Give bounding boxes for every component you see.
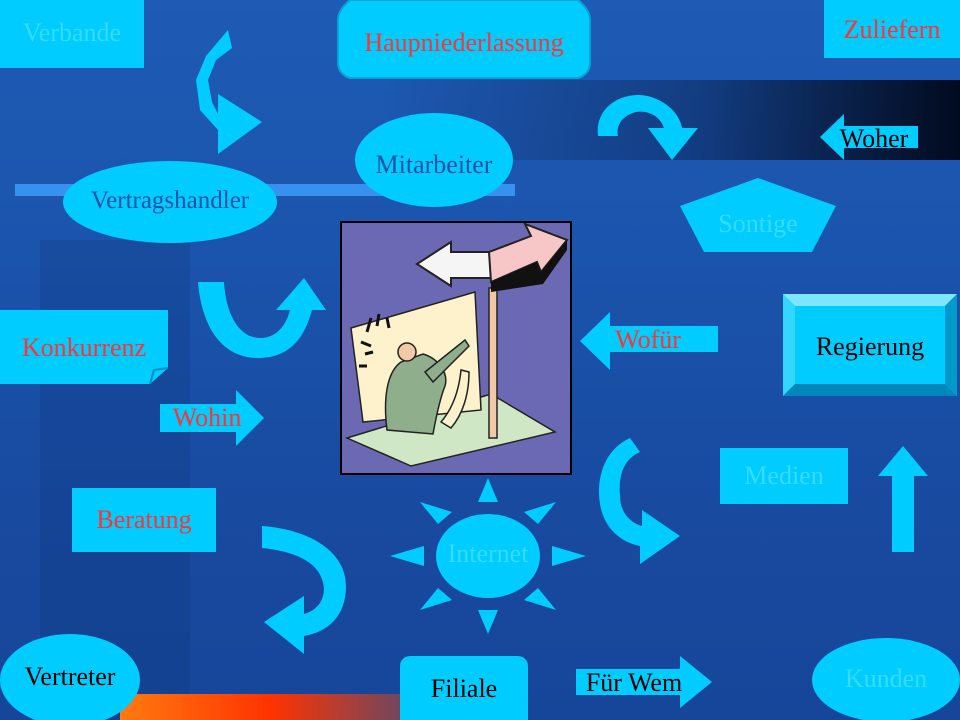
woher-label: Woher xyxy=(839,124,909,153)
mitarbeiter-label: Mitarbeiter xyxy=(375,150,493,179)
hauptniederlassung-label: Haupniederlassung xyxy=(364,28,564,57)
kunden-label: Kunden xyxy=(844,664,928,693)
zuliefern-label: Zuliefern xyxy=(843,15,941,44)
medien-label: Medien xyxy=(744,461,824,490)
sontige-pentagon xyxy=(680,178,836,252)
vertreter-ellipse xyxy=(0,634,140,720)
curved-arrow-medien-icon xyxy=(599,438,680,564)
konkurrenz-label: Konkurrenz xyxy=(21,333,147,362)
vertragshandler-label: Vertragshandler xyxy=(90,186,250,214)
person-at-crossroads-icon xyxy=(340,221,572,475)
curved-arrow-sontige-icon xyxy=(597,95,698,160)
curved-arrow-beratung-icon xyxy=(262,526,346,654)
mitarbeiter-ellipse xyxy=(355,113,513,207)
verbande-box xyxy=(0,0,144,68)
up-arrow-icon xyxy=(878,446,928,552)
verbande-label: Verbande xyxy=(22,18,122,47)
vertreter-label: Vertreter xyxy=(24,662,116,691)
medien-box xyxy=(720,448,848,504)
fuer-wem-label: Für Wem xyxy=(585,668,683,697)
wohin-label: Wohin xyxy=(172,403,242,432)
wohin-arrow xyxy=(160,390,264,446)
hauptniederlassung-shape xyxy=(337,0,591,79)
filiale-box xyxy=(400,656,528,720)
beratung-box xyxy=(72,488,216,552)
beratung-label: Beratung xyxy=(96,505,192,534)
curved-arrow-verbande-icon xyxy=(196,30,262,154)
curved-arrow-konkurrenz-icon xyxy=(198,278,326,358)
kunden-ellipse xyxy=(812,638,960,720)
regierung-label: Regierung xyxy=(815,332,925,361)
background-bottom-flare xyxy=(120,694,420,720)
sontige-label: Sontige xyxy=(718,209,798,238)
fuer-wem-arrow xyxy=(576,656,712,708)
zuliefern-box xyxy=(824,0,960,58)
regierung-bevel-box xyxy=(783,294,957,396)
woher-arrow xyxy=(820,114,918,160)
internet-sun-shape xyxy=(390,478,586,634)
vertragshandler-ellipse xyxy=(63,161,277,243)
konkurrenz-shape xyxy=(0,310,169,385)
internet-label: Internet xyxy=(447,539,529,568)
wofuer-arrow xyxy=(580,312,718,370)
filiale-label: Filiale xyxy=(430,674,498,703)
wofuer-label: Wofür xyxy=(615,325,681,354)
